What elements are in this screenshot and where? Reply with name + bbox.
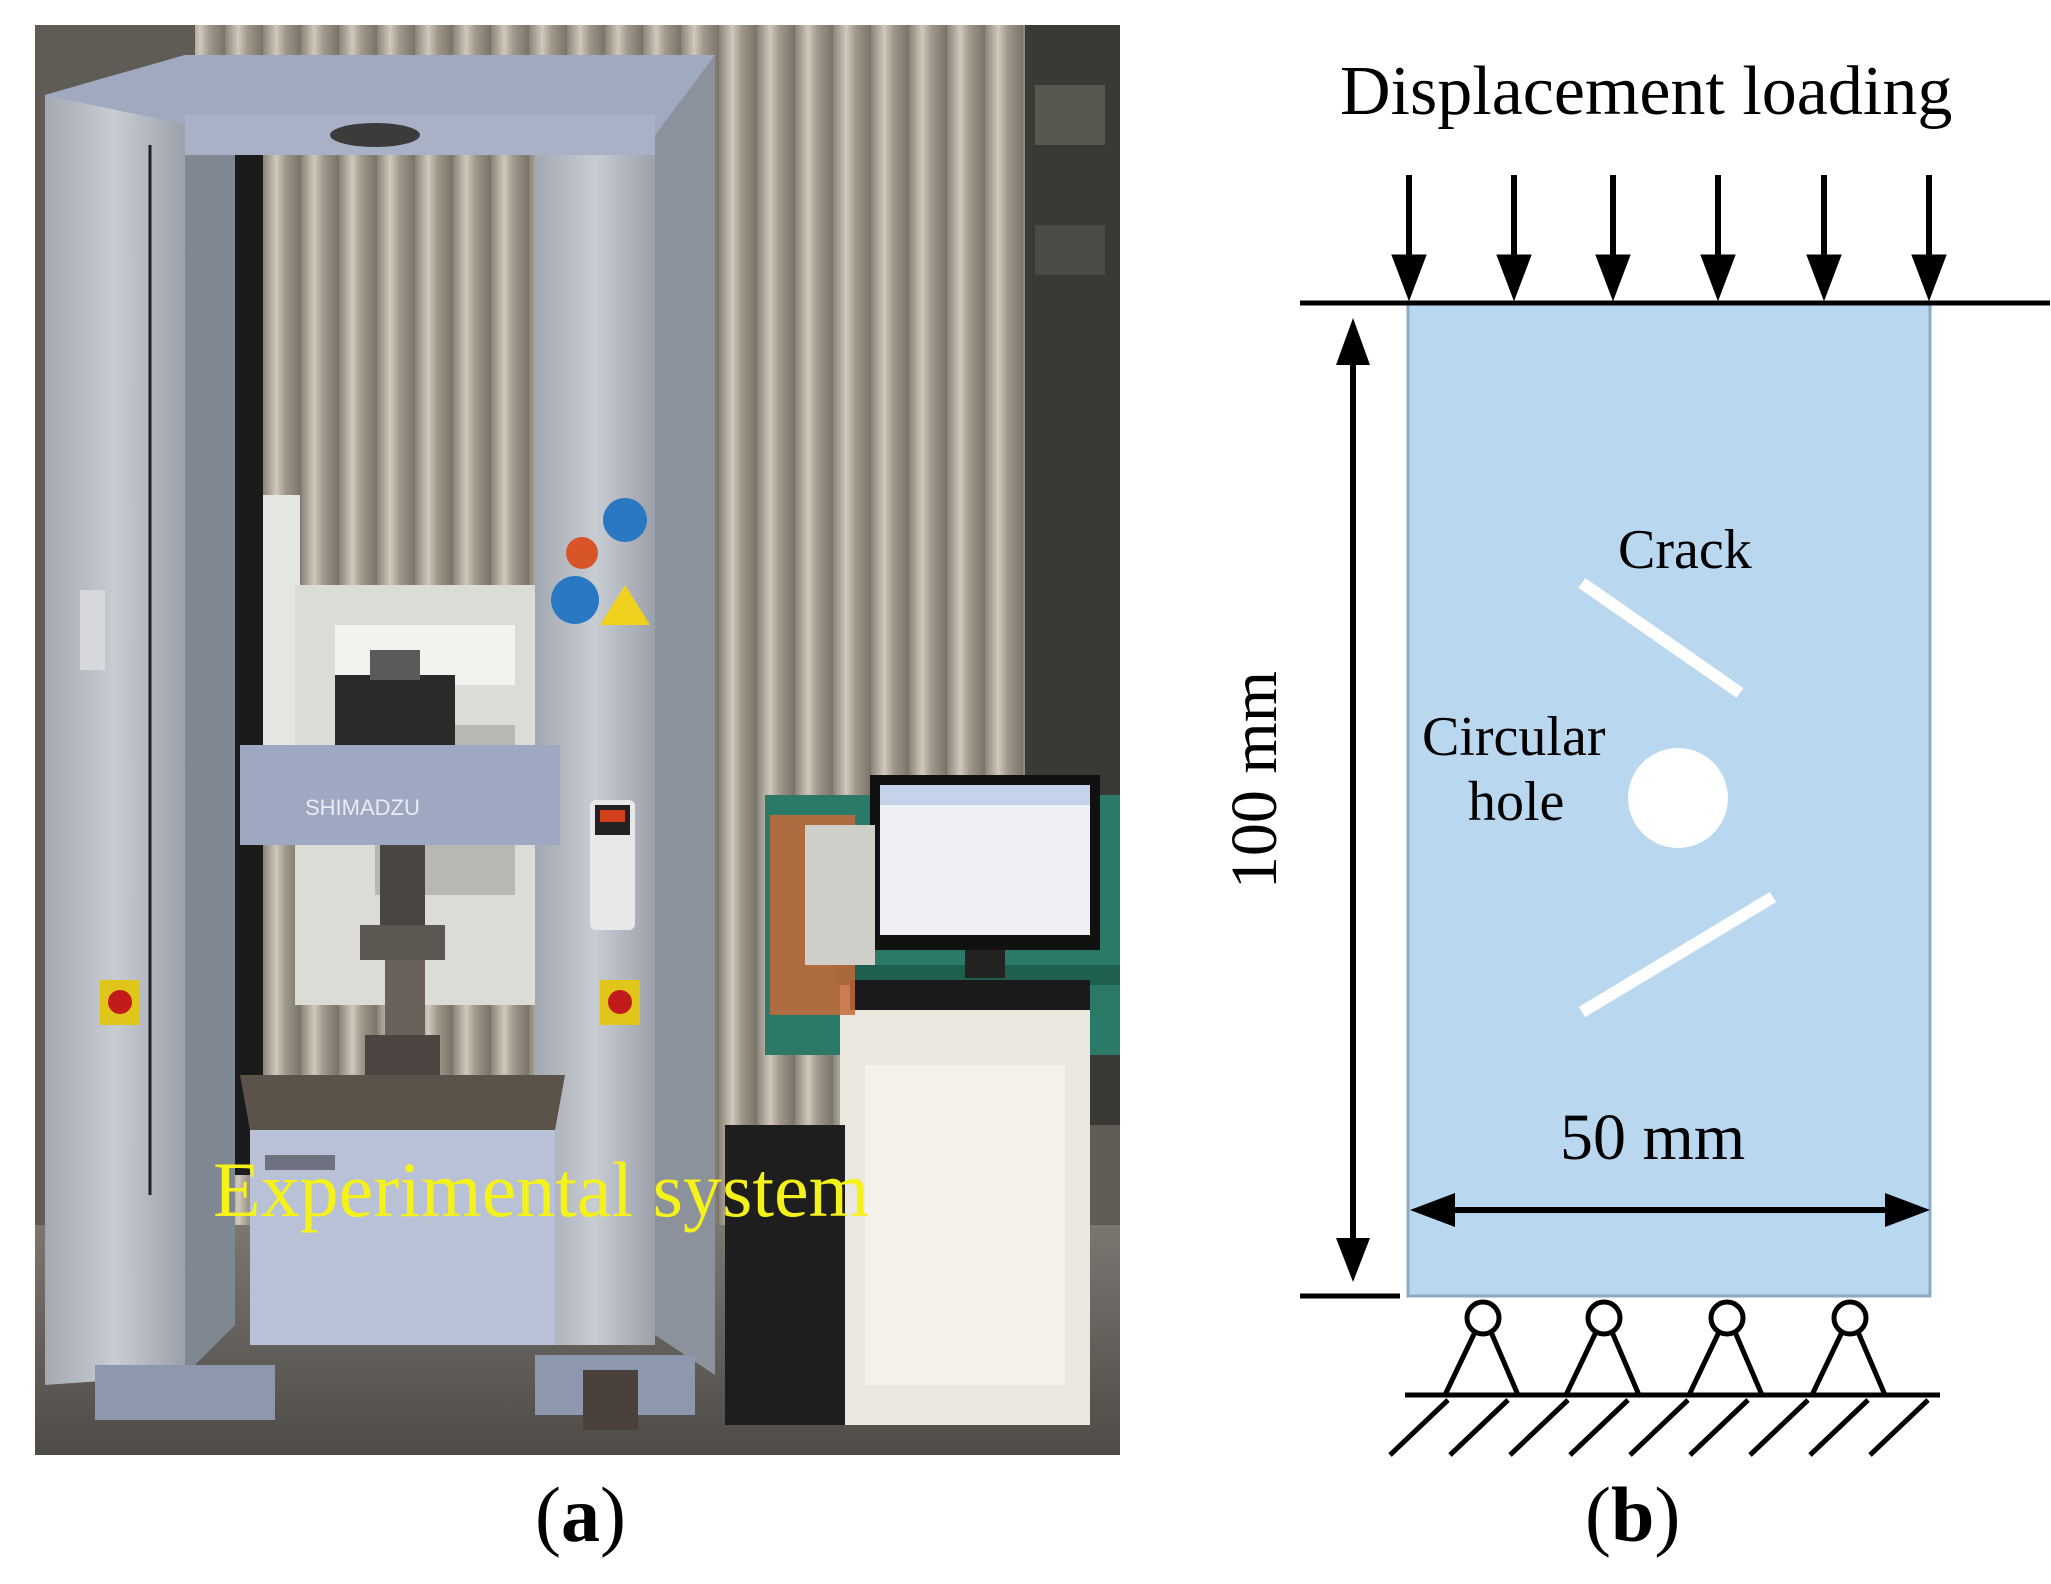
upper-crack (1578, 578, 1744, 698)
label-b-open: ( (1585, 1471, 1611, 1558)
label-b-close: ) (1654, 1471, 1681, 1558)
experimental-system-photo: SHIMADZU (35, 25, 1120, 1455)
panel-label-a: (a) (535, 1470, 626, 1560)
panel-label-b: (b) (1585, 1470, 1680, 1560)
roller-supports (1442, 1299, 1888, 1397)
crack-label: Crack (1618, 519, 1752, 581)
photo-caption: Experimental system (213, 1146, 870, 1233)
roller-support (1809, 1299, 1888, 1397)
lower-crack (1578, 891, 1777, 1018)
load-arrow (1496, 175, 1532, 302)
fixed-ground (1388, 1392, 1940, 1457)
machine-brand: SHIMADZU (305, 795, 420, 820)
photo-illustration: SHIMADZU (35, 25, 1120, 1455)
specimen-diagram: Displacement loading Crack Circular hole… (1200, 0, 2051, 1584)
load-arrow (1700, 175, 1736, 302)
load-arrow (1391, 175, 1427, 302)
load-arrow (1595, 175, 1631, 302)
height-dimension-label: 100 mm (1218, 670, 1291, 890)
height-dimension (1300, 318, 1400, 1299)
hole-label-line1: Circular (1422, 706, 1606, 768)
width-dimension (1410, 1193, 1930, 1227)
specimen-schematic (1300, 175, 2050, 1457)
load-arrow (1911, 175, 1947, 302)
label-b-letter: b (1610, 1471, 1655, 1558)
label-a-letter: a (560, 1471, 600, 1558)
load-arrow (1806, 175, 1842, 302)
roller-support (1442, 1299, 1521, 1397)
label-a-open: ( (535, 1471, 561, 1558)
width-dimension-label: 50 mm (1560, 1101, 1746, 1174)
load-arrows (1391, 175, 1947, 302)
roller-support (1563, 1299, 1642, 1397)
label-a-close: ) (599, 1471, 626, 1558)
roller-support (1686, 1299, 1765, 1397)
hole-label-line2: hole (1468, 771, 1565, 833)
displacement-loading-title: Displacement loading (1340, 53, 1953, 130)
circular-hole (1628, 748, 1728, 848)
